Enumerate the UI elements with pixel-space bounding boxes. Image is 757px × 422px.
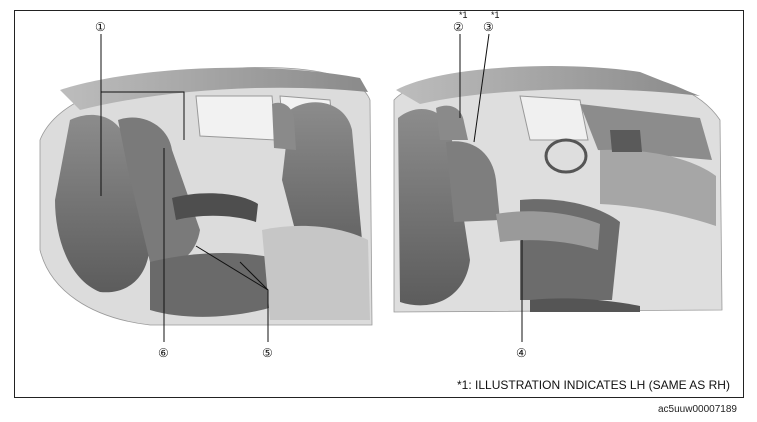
footnote-mark-3: *1 <box>491 10 500 20</box>
image-code: ac5uuw00007189 <box>658 404 737 415</box>
rear-cabin-view <box>39 67 373 326</box>
callout-3: ③ <box>483 20 494 34</box>
callout-1: ① <box>95 20 106 34</box>
callout-5: ⑤ <box>262 346 273 360</box>
callout-6: ⑥ <box>158 346 169 360</box>
leader-lines <box>100 33 523 342</box>
footnote-mark-2: *1 <box>459 10 468 20</box>
callout-4: ④ <box>516 346 527 360</box>
illustration-footnote: *1: ILLUSTRATION INDICATES LH (SAME AS R… <box>457 378 730 392</box>
callout-2: ② <box>453 20 464 34</box>
front-cabin-view <box>393 66 723 313</box>
